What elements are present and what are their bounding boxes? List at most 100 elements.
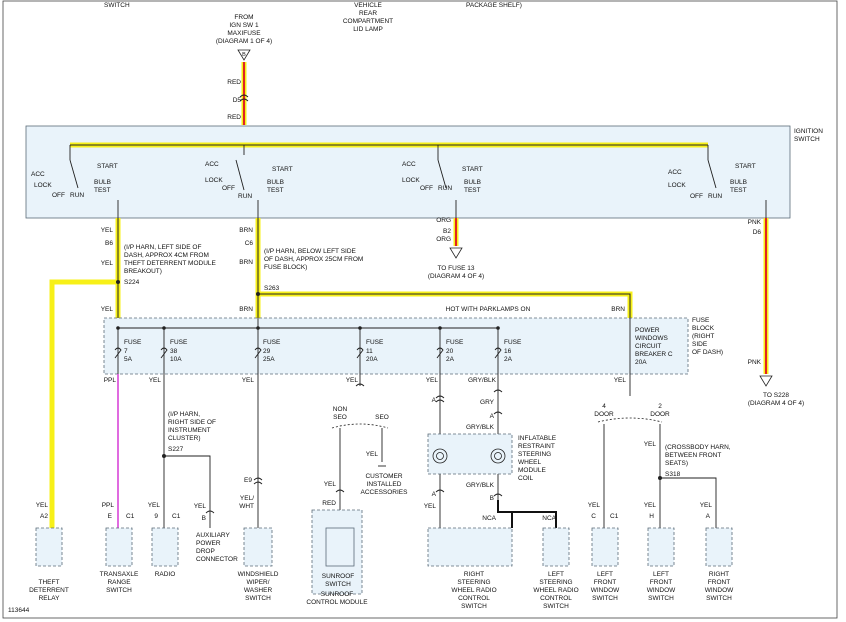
coil-spiral-icon: [432, 448, 448, 464]
wire-gry-blk: GRY/BLK: [468, 377, 497, 384]
svg-text:YEL/: YEL/: [240, 495, 254, 502]
yel-b6-note-4: BREAKOUT): [124, 268, 162, 275]
pnk-arrow: [759, 375, 773, 387]
pos-bulb: BULB: [267, 179, 284, 186]
nca-1: NCA: [482, 515, 496, 522]
svg-text:WINDOW: WINDOW: [705, 587, 734, 594]
top-label-rear: REAR: [359, 10, 377, 17]
svg-text:SWITCH: SWITCH: [543, 603, 569, 610]
svg-text:SWITCH: SWITCH: [648, 595, 674, 602]
svg-text:POWER: POWER: [196, 540, 221, 547]
nca-2: NCA: [542, 515, 556, 522]
pos-test: TEST: [464, 187, 481, 194]
svg-text:CONTROL: CONTROL: [458, 595, 490, 602]
breaker-line: 20A: [635, 359, 647, 366]
fuse-label: FUSE: [446, 339, 464, 346]
ignition-switch-label-1: IGNITION: [794, 128, 823, 135]
svg-text:YEL: YEL: [644, 502, 657, 509]
top-label-lid-lamp: LID LAMP: [353, 26, 383, 33]
pos-acc: ACC: [668, 169, 682, 176]
pos-start: START: [97, 163, 118, 170]
svg-text:SWITCH: SWITCH: [461, 603, 487, 610]
fuse-block-title-1: FUSE: [692, 317, 710, 324]
four-door: DOOR: [594, 411, 614, 418]
wire-yel-11: YEL: [346, 377, 359, 384]
seo-label: SEO: [375, 414, 389, 421]
svg-text:YEL: YEL: [588, 502, 601, 509]
svg-text:PPL: PPL: [102, 502, 115, 509]
wire-ppl: PPL: [104, 377, 117, 384]
rsw-wire: YEL: [424, 503, 437, 510]
yel-b6-note-1: (I/P HARN, LEFT SIDE OF: [124, 244, 201, 251]
svg-text:YEL: YEL: [36, 502, 49, 509]
yel-top-label: YEL: [101, 306, 114, 313]
coil-label: INFLATABLE: [518, 435, 557, 442]
two-door: DOOR: [650, 411, 670, 418]
org-conn: B2: [443, 228, 451, 235]
svg-text:SWITCH: SWITCH: [325, 581, 351, 588]
source-line-4: (DIAGRAM 1 OF 4): [216, 38, 272, 45]
breaker-line: BREAKER C: [635, 351, 673, 358]
ign-section-2: ACC LOCK OFF RUN START BULB TEST: [205, 159, 293, 218]
svg-text:SUNROOF: SUNROOF: [321, 591, 354, 598]
svg-text:C1: C1: [610, 513, 619, 520]
fuse-label: FUSE: [263, 339, 281, 346]
coil-conn: A: [432, 491, 437, 498]
fuse-amp: 2A: [446, 356, 455, 363]
pos-off: OFF: [52, 192, 65, 199]
pos-run: RUN: [708, 193, 722, 200]
ign-section-4: ACC LOCK OFF RUN START BULB TEST: [668, 145, 767, 218]
yel-b6-note-3: THEFT DETERRENT MODULE: [124, 260, 217, 267]
ignition-switch-box: [25, 125, 791, 219]
org-b2-branch: ORG B2 ORG TO FUSE 13 (DIAGRAM 4 OF 4): [428, 217, 484, 280]
breaker-line: WINDOWS: [635, 335, 669, 342]
svg-text:LEFT: LEFT: [653, 571, 669, 578]
customer-acc-line: INSTALLED: [367, 481, 402, 488]
svg-text:A2: A2: [40, 513, 48, 520]
pos-lock: LOCK: [34, 182, 52, 189]
coil-gry-blk: GRY/BLK: [466, 424, 495, 431]
sunroof-red-wire: RED: [322, 500, 336, 507]
pos-lock: LOCK: [402, 177, 420, 184]
fuse-number: 20: [446, 348, 454, 355]
svg-text:H: H: [649, 513, 654, 520]
pos-bulb: BULB: [94, 179, 111, 186]
windshield-wiper-switch: E9 YEL/ WHT WINDSHIELD WIPER/ WASHER SWI…: [238, 477, 279, 602]
svg-text:STEERING: STEERING: [457, 579, 490, 586]
svg-text:YEL: YEL: [700, 502, 713, 509]
svg-text:WASHER: WASHER: [244, 587, 273, 594]
pos-acc: ACC: [31, 171, 45, 178]
fuse-label: FUSE: [504, 339, 522, 346]
svg-text:WHT: WHT: [239, 503, 254, 510]
fuse-amp: 5A: [124, 356, 133, 363]
fuse-amp: 20A: [366, 356, 378, 363]
coil-gry: GRY: [480, 399, 495, 406]
svg-text:WINDSHIELD: WINDSHIELD: [238, 571, 279, 578]
svg-text:RIGHT: RIGHT: [709, 571, 729, 578]
coil-conn-b: B: [490, 495, 494, 502]
fuse-number: 7: [124, 348, 128, 355]
coil-label: MODULE: [518, 467, 546, 474]
wire-yel-38: YEL: [149, 377, 162, 384]
left-front-window-switch-4door: YEL C C1 LEFT FRONT WINDOW SWITCH: [588, 502, 620, 602]
ign-section-1: ACC LOCK OFF RUN START BULB TEST: [31, 145, 119, 218]
brn-c6-wire: BRN: [239, 227, 253, 234]
coil-label: STEERING: [518, 451, 551, 458]
source-line-2: IGN SW 1: [229, 22, 259, 29]
pos-lock: LOCK: [205, 177, 223, 184]
wire-yel-breaker: YEL: [614, 377, 627, 384]
svg-text:CONTROL MODULE: CONTROL MODULE: [306, 599, 368, 606]
sunroof-yel-wire: YEL: [324, 481, 337, 488]
fuse-29-circuit: [253, 374, 263, 528]
radio: YEL 9 C1 RADIO: [148, 502, 181, 578]
auxiliary-power-drop-connector: B AUXILIARY POWER DROP CONNECTOR: [196, 515, 238, 563]
svg-text:RIGHT: RIGHT: [464, 571, 484, 578]
ignition-switch-label-2: SWITCH: [794, 136, 820, 143]
pnk-conn: D6: [753, 229, 762, 236]
source-feed: FROM IGN SW 1 MAXIFUSE (DIAGRAM 1 OF 4) …: [216, 14, 272, 125]
wire-yel-29: YEL: [242, 377, 255, 384]
pos-bulb: BULB: [464, 179, 481, 186]
figure-id: 113644: [8, 607, 30, 614]
brn-c6-note-2: OF DASH, APPROX 25CM FROM: [264, 256, 363, 263]
pos-off: OFF: [222, 185, 235, 192]
